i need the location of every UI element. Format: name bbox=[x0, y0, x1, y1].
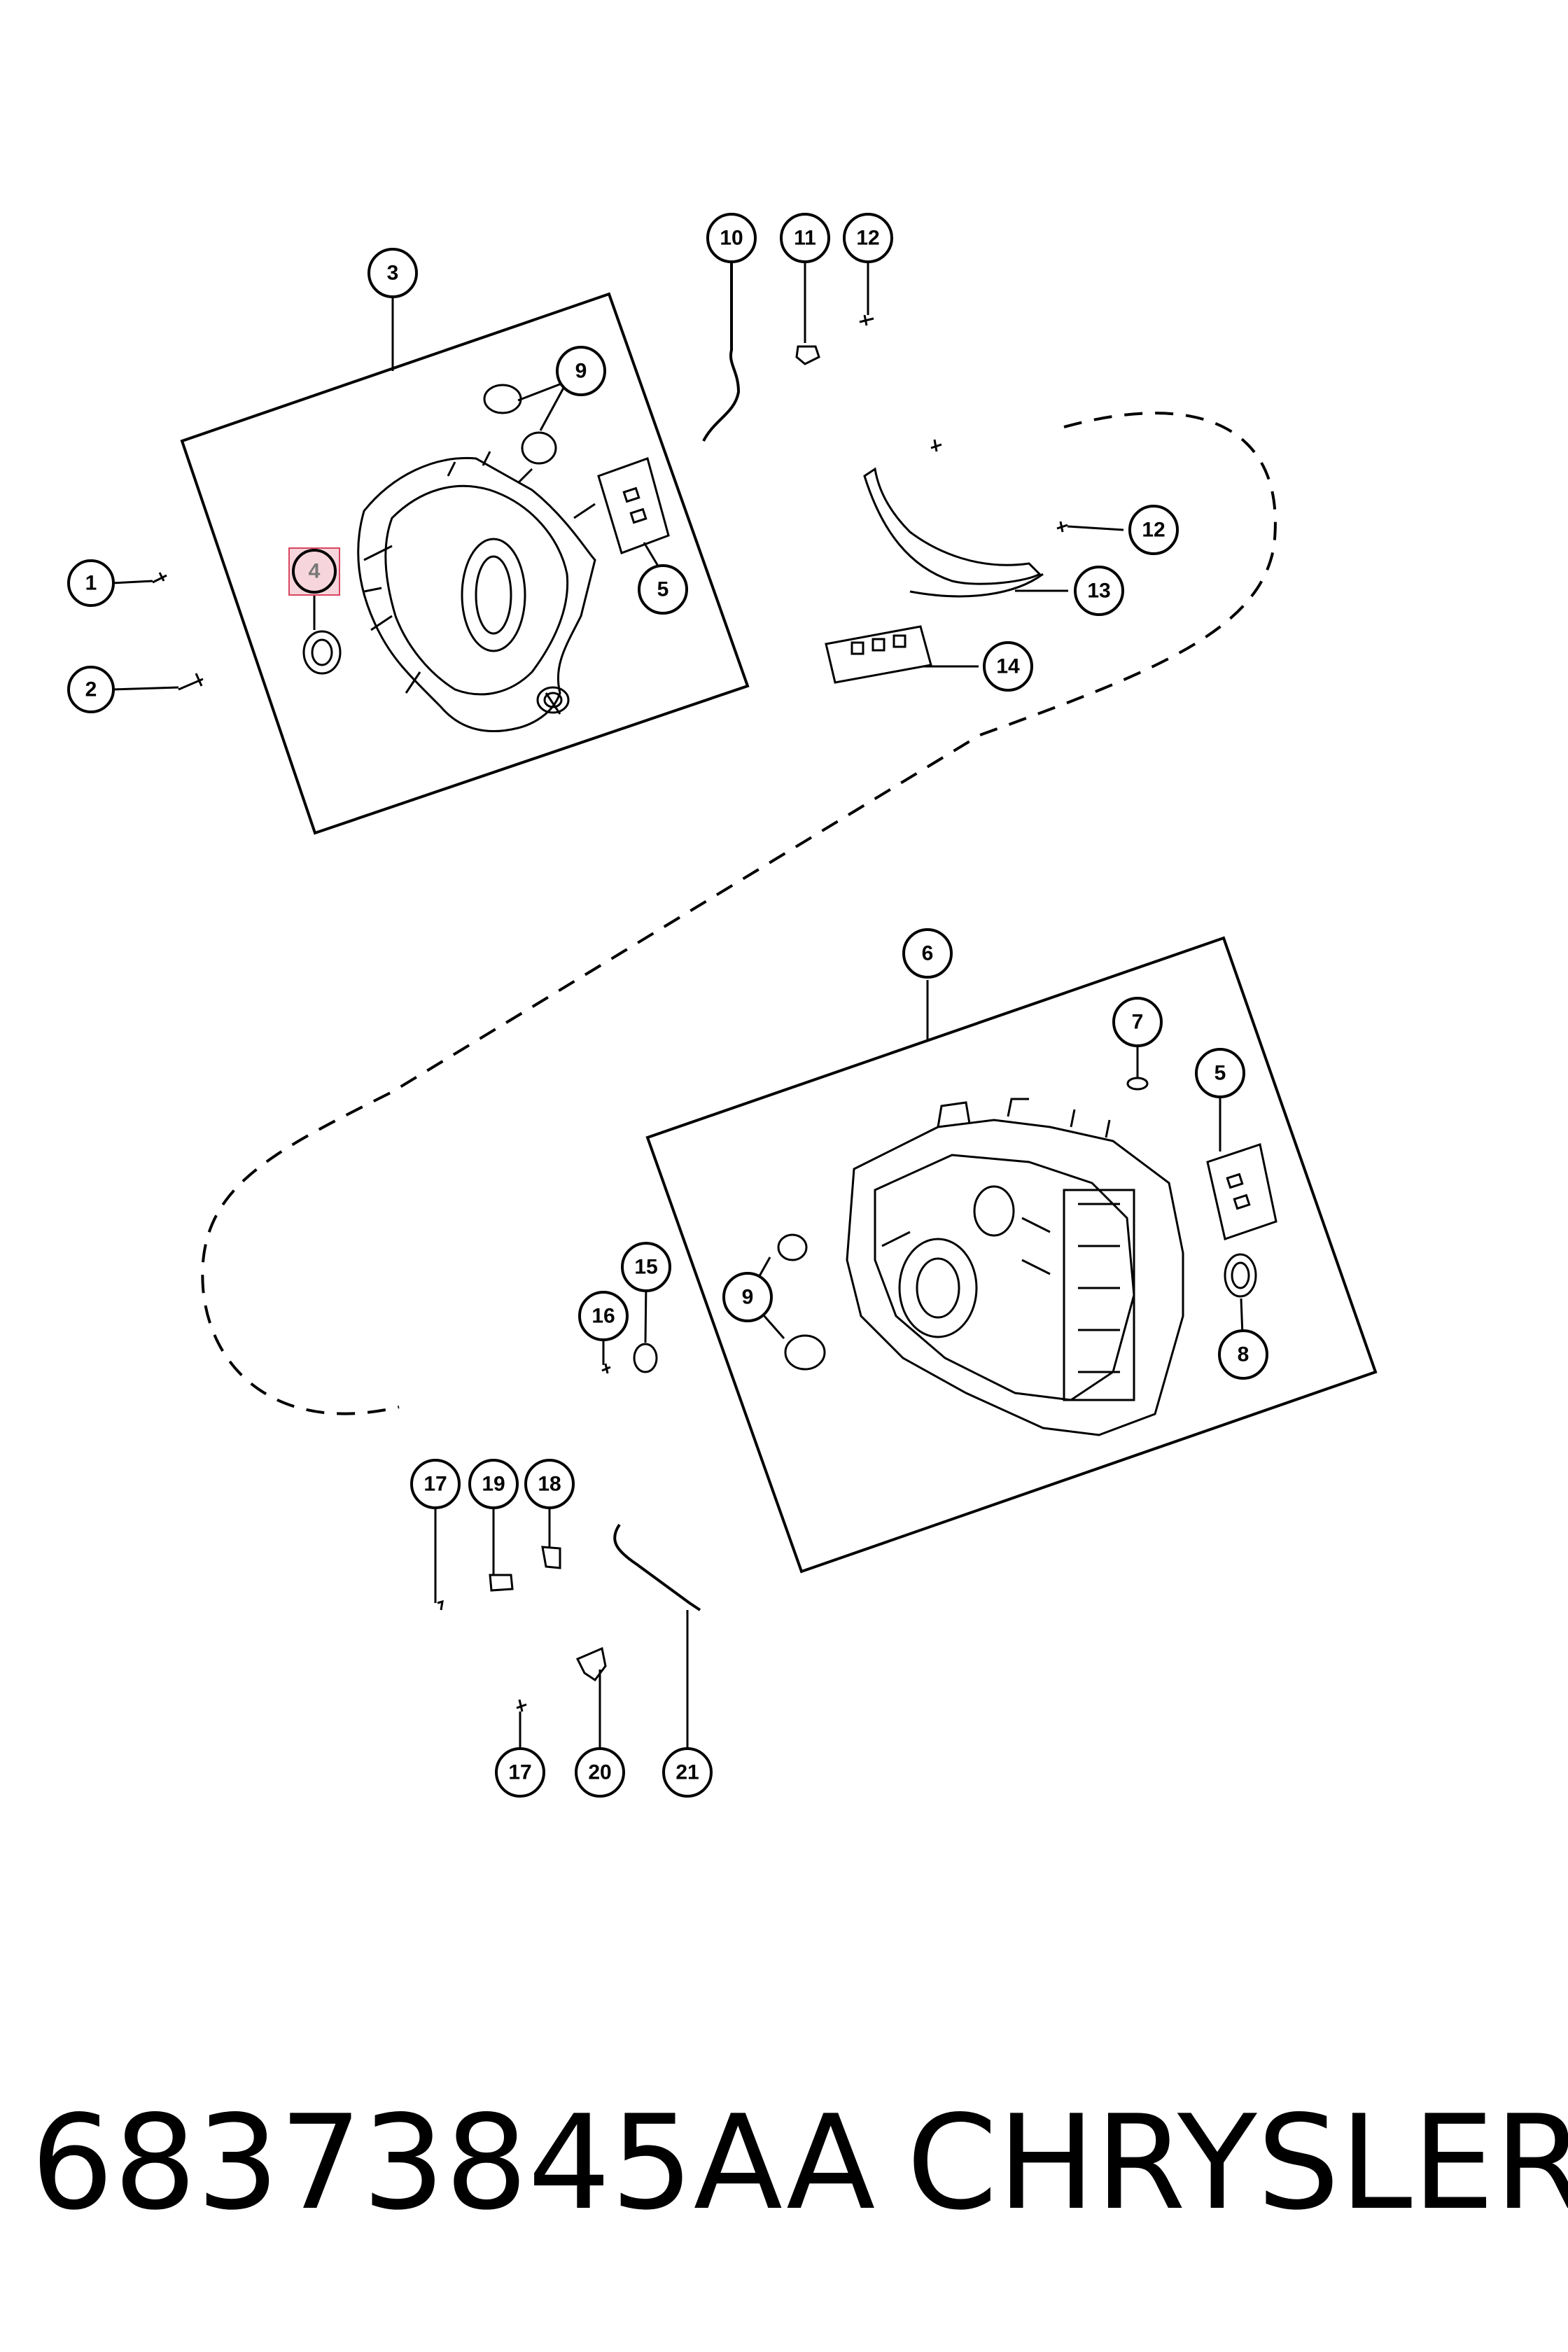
callout-label-2: 2 bbox=[85, 678, 97, 701]
callout-21[interactable] bbox=[662, 1747, 713, 1798]
callout-5-upper[interactable] bbox=[638, 564, 688, 615]
bracket-20-part bbox=[575, 1646, 607, 1682]
leader-lines bbox=[111, 262, 1245, 1750]
callout-4[interactable] bbox=[292, 549, 337, 594]
callout-17-top[interactable] bbox=[410, 1459, 461, 1509]
heat-shield-13-part bbox=[863, 467, 1042, 585]
callout-label-5-upper: 5 bbox=[657, 578, 669, 601]
callout-label-16: 16 bbox=[592, 1305, 615, 1328]
callout-1[interactable] bbox=[67, 559, 115, 607]
callout-circles bbox=[67, 213, 1268, 1798]
seal-4-inner bbox=[311, 638, 333, 666]
callout-15[interactable] bbox=[621, 1242, 671, 1292]
callout-10[interactable] bbox=[706, 213, 757, 263]
callout-label-18: 18 bbox=[538, 1473, 561, 1496]
callout-label-9-lower: 9 bbox=[742, 1286, 754, 1309]
bolt-1-part bbox=[152, 572, 167, 584]
seal-4-part bbox=[302, 630, 342, 675]
callout-12-top[interactable] bbox=[843, 213, 893, 263]
callout-label-14: 14 bbox=[996, 655, 1020, 678]
upper-housing-frame bbox=[180, 292, 750, 835]
callout-label-6: 6 bbox=[922, 942, 934, 965]
callout-17-bottom[interactable] bbox=[495, 1747, 545, 1798]
plug-7-part bbox=[1126, 1077, 1149, 1091]
callout-7[interactable] bbox=[1112, 997, 1163, 1047]
bolt-12-right-part bbox=[1056, 521, 1068, 533]
plug-card-5-upper bbox=[597, 457, 670, 554]
brand-text: CHRYSLER bbox=[906, 2087, 1568, 2239]
callout-5-lower[interactable] bbox=[1195, 1048, 1245, 1098]
callout-label-17-bottom: 17 bbox=[508, 1761, 531, 1784]
callout-12-right[interactable] bbox=[1128, 505, 1179, 555]
callout-14[interactable] bbox=[983, 641, 1033, 692]
bolt-17-bottom-part bbox=[516, 1699, 527, 1712]
part-number-text: 68373845AA bbox=[31, 2087, 876, 2239]
callout-6[interactable] bbox=[902, 928, 953, 979]
o-ring-9-upper-b bbox=[521, 431, 557, 465]
callout-label-17-top: 17 bbox=[424, 1473, 447, 1496]
callout-16[interactable] bbox=[578, 1291, 629, 1341]
callout-label-5-lower: 5 bbox=[1214, 1062, 1226, 1085]
plug-card-5-lower bbox=[1206, 1143, 1278, 1240]
callout-18[interactable] bbox=[524, 1459, 575, 1509]
callout-label-3: 3 bbox=[387, 262, 399, 285]
callout-11[interactable] bbox=[780, 213, 830, 263]
callout-9-lower[interactable] bbox=[722, 1272, 773, 1322]
callout-label-11: 11 bbox=[794, 227, 816, 250]
callout-13[interactable] bbox=[1074, 566, 1124, 616]
callout-label-8: 8 bbox=[1238, 1343, 1250, 1366]
callout-label-13: 13 bbox=[1087, 580, 1110, 603]
callout-label-1: 1 bbox=[85, 572, 97, 595]
transaxle-case-part bbox=[846, 1098, 1184, 1436]
clip-11-part bbox=[795, 345, 820, 365]
bell-housing-part bbox=[357, 451, 596, 732]
dashed-connector-path bbox=[201, 412, 1277, 1415]
callout-label-12-top: 12 bbox=[856, 227, 879, 250]
plug-card-14 bbox=[825, 625, 932, 684]
washer-15-part bbox=[633, 1343, 658, 1373]
o-ring-9-upper-a bbox=[483, 384, 522, 414]
callout-label-20: 20 bbox=[588, 1761, 611, 1784]
bolt-12-top-part bbox=[859, 314, 874, 326]
callout-label-15: 15 bbox=[634, 1256, 657, 1279]
bracket-18-part bbox=[541, 1546, 561, 1569]
callout-4-highlight bbox=[288, 547, 340, 596]
callout-2[interactable] bbox=[67, 666, 115, 713]
callout-label-9-upper: 9 bbox=[575, 360, 587, 383]
bolt-16-part bbox=[601, 1363, 611, 1374]
tube-21-part bbox=[613, 1523, 701, 1611]
callout-label-7: 7 bbox=[1132, 1011, 1144, 1034]
seal-8-part bbox=[1224, 1253, 1257, 1298]
callout-9-upper[interactable] bbox=[556, 346, 606, 396]
callout-label-21: 21 bbox=[676, 1761, 699, 1784]
callout-label-10: 10 bbox=[720, 227, 743, 250]
o-ring-9-lower-b bbox=[784, 1334, 826, 1371]
callout-3[interactable] bbox=[368, 248, 418, 298]
seal-8-inner bbox=[1231, 1261, 1250, 1289]
callout-20[interactable] bbox=[575, 1747, 625, 1798]
tube-10-part bbox=[702, 252, 741, 442]
callout-19[interactable] bbox=[468, 1459, 519, 1509]
callout-label-4: 4 bbox=[309, 560, 321, 583]
bolt-17-left-part bbox=[437, 1600, 444, 1611]
callout-label-19: 19 bbox=[482, 1473, 505, 1496]
bracket-19-part bbox=[489, 1574, 514, 1592]
shield-bolt-part bbox=[930, 439, 942, 452]
callout-8[interactable] bbox=[1218, 1329, 1268, 1380]
callout-label-12-right: 12 bbox=[1142, 519, 1165, 542]
o-ring-9-lower-a bbox=[777, 1233, 808, 1261]
lower-housing-frame bbox=[645, 936, 1378, 1574]
bolt-2-part bbox=[178, 673, 204, 691]
